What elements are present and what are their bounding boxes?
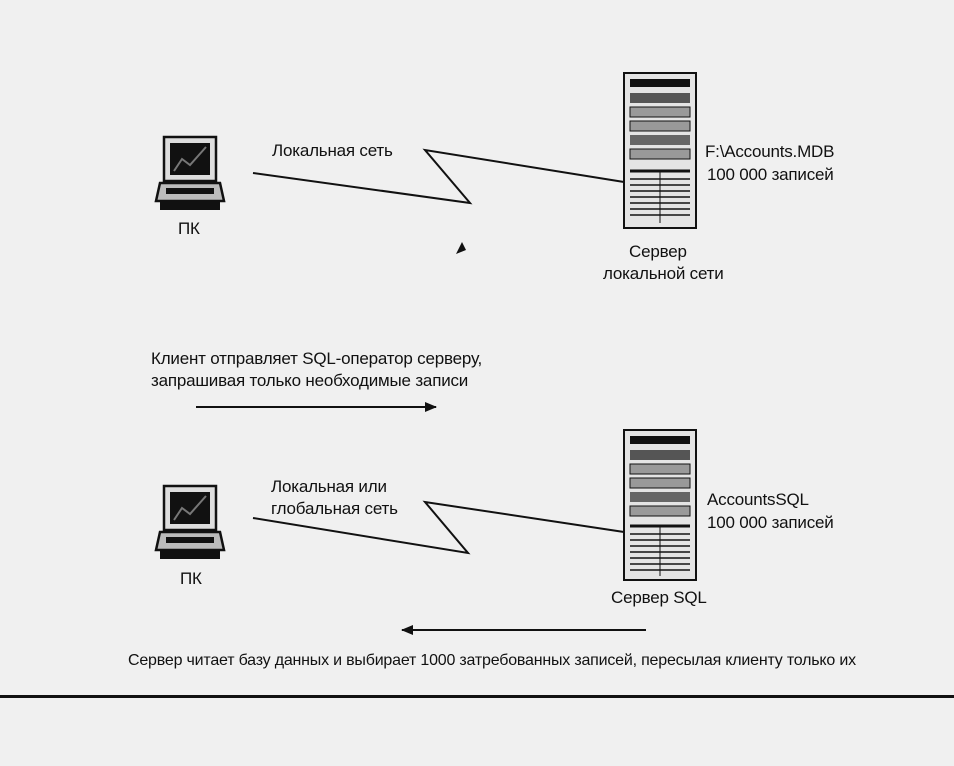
server-label: Сервер bbox=[629, 242, 687, 261]
network-link bbox=[252, 148, 625, 205]
server-icon bbox=[623, 429, 697, 581]
pc-label: ПК bbox=[180, 569, 202, 588]
bottom-divider bbox=[0, 695, 954, 698]
database-name: AccountsSQL bbox=[707, 490, 809, 509]
server-label: Сервер SQL bbox=[611, 588, 707, 607]
link-label: Локальная сеть bbox=[272, 141, 393, 160]
request-note: Клиент отправляет SQL-оператор серверу, bbox=[151, 349, 483, 368]
request-note: запрашивая только необходимые записи bbox=[151, 371, 469, 390]
link-label: Локальная или bbox=[271, 477, 387, 496]
network-link bbox=[252, 500, 625, 555]
database-path: F:\Accounts.MDB bbox=[705, 142, 835, 161]
server-icon bbox=[623, 72, 697, 229]
link-label: глобальная сеть bbox=[271, 499, 398, 518]
response-note: Сервер читает базу данных и выбирает 100… bbox=[128, 652, 856, 669]
server-label: локальной сети bbox=[603, 264, 724, 283]
stray-mark bbox=[456, 242, 466, 254]
database-record-count: 100 000 записей bbox=[707, 165, 834, 184]
pc-label: ПК bbox=[178, 219, 200, 238]
pc-icon bbox=[154, 135, 226, 210]
pc-icon bbox=[154, 484, 226, 559]
database-record-count: 100 000 записей bbox=[707, 513, 834, 532]
